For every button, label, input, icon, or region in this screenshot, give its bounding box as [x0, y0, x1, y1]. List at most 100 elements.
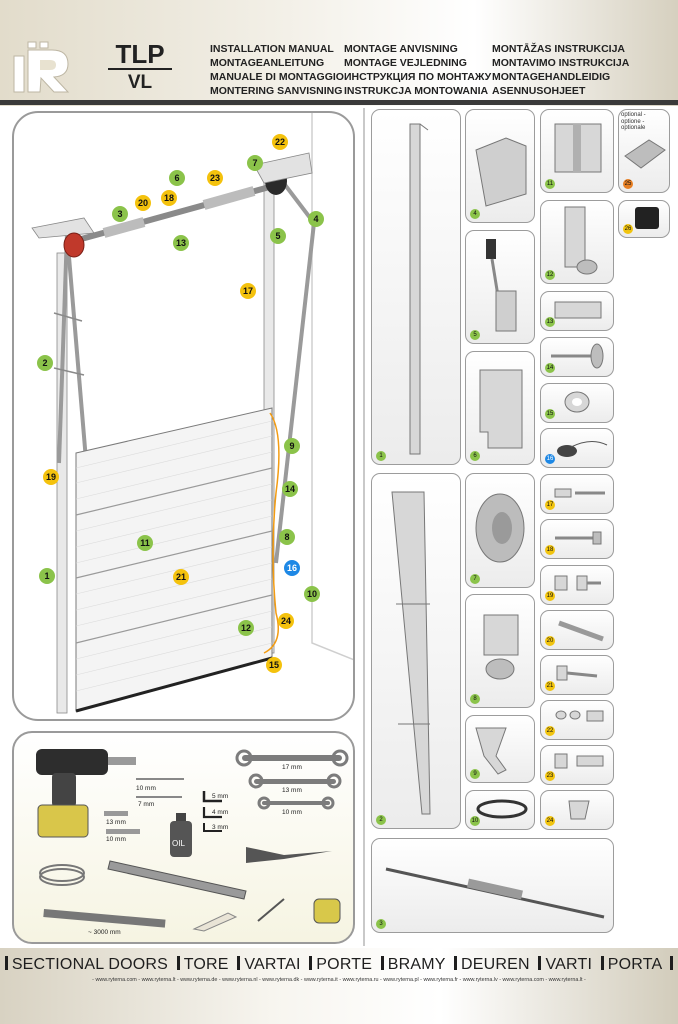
hinge-icon — [554, 123, 602, 173]
part-number: 11 — [545, 179, 555, 189]
hinge-roller-icon — [483, 614, 519, 680]
optional-note: optional - optione - optionale — [621, 112, 646, 132]
part-card-7: 7 — [465, 473, 535, 588]
optional-line: optione - — [621, 118, 645, 125]
callout-19: 19 — [43, 469, 59, 485]
part-card-23: 23 — [540, 745, 614, 785]
part-number: 19 — [545, 591, 555, 601]
part-number: 25 — [623, 179, 633, 189]
nut-bolt-icon — [554, 575, 601, 591]
bottom-bracket-icon — [475, 727, 507, 775]
part-card-8: 8 — [465, 594, 535, 708]
brush-length-label: ~ 3000 mm — [88, 929, 121, 936]
part-number: 10 — [470, 816, 480, 826]
part-number: 23 — [545, 771, 555, 781]
optional-line: optionale — [621, 125, 646, 131]
title-text: MONTAGEANLEITUNG — [210, 57, 325, 69]
manual-titles-col2: MONTAGE ANVISNING MONTAGE VEJLEDNING ИНС… — [344, 42, 491, 98]
roller-icon — [551, 343, 604, 369]
part-card-25-optional: optional - optione - optionale 25 — [618, 109, 670, 193]
hex-bolt-nut-icon — [554, 753, 604, 769]
drill-icon — [36, 749, 136, 838]
part-card-11: 11 — [540, 109, 614, 193]
part-card-20: 20 — [540, 610, 614, 650]
title-text: ИНСТРУКЦИЯ ПО МОНТАЖУ — [344, 71, 492, 83]
part-card-9: 9 — [465, 715, 535, 783]
callout-1: 1 — [39, 568, 55, 584]
part-number: 7 — [470, 574, 480, 584]
part-number: 26 — [623, 224, 633, 234]
key-icon — [558, 620, 604, 642]
callout-4: 4 — [308, 211, 324, 227]
footer-word: PORTE — [316, 956, 373, 973]
callout-9: 9 — [284, 438, 300, 454]
door-assembly-illustration — [31, 113, 353, 714]
coupler-icon — [554, 301, 602, 319]
connector-plate-icon — [479, 369, 523, 449]
part-number: 4 — [470, 209, 480, 219]
part-number: 17 — [545, 500, 555, 510]
part-number: 8 — [470, 694, 480, 704]
part-card-5: 5 — [465, 230, 535, 344]
torsion-shaft-icon — [385, 867, 605, 919]
part-card-13: 13 — [540, 291, 614, 331]
part-number: 6 — [470, 451, 480, 461]
angle-bracket-icon — [391, 491, 431, 815]
optional-line: optional - — [621, 112, 646, 118]
hex-3-label: 3 mm — [212, 824, 229, 831]
model-top: TLP — [108, 40, 172, 70]
callout-22: 22 — [272, 134, 288, 150]
column-divider — [363, 108, 365, 946]
anchor-bolt-icon — [554, 488, 605, 498]
part-number: 22 — [545, 726, 555, 736]
footer-urls: - www.ryterna.com - www.ryterna.lt - www… — [92, 977, 586, 983]
title-text: MANUALE DI MONTAGGIO — [210, 71, 344, 83]
callout-5: 5 — [270, 228, 286, 244]
footer-product-words: SECTIONAL DOORS TORE VARTAI PORTE BRAMY … — [0, 956, 678, 974]
wrench-13-label: 13 mm — [282, 787, 302, 794]
callout-17: 17 — [240, 283, 256, 299]
bit-10-label: 10 mm — [106, 836, 126, 843]
part-number: 3 — [376, 919, 386, 929]
title-text: MONTAGEHANDLEIDIG — [492, 71, 611, 83]
callout-24: 24 — [278, 613, 294, 629]
part-number: 14 — [545, 363, 555, 373]
header — [0, 0, 678, 106]
footer-word: PORTA — [607, 956, 662, 973]
part-number: 2 — [376, 815, 386, 825]
tools-panel: 10 mm 7 mm 13 mm 10 mm 5 mm 4 mm 3 mm 17… — [12, 731, 355, 944]
title-text: MONTAGE VEJLEDNING — [344, 57, 467, 69]
part-number: 20 — [545, 636, 555, 646]
oil-label: OIL — [172, 839, 185, 848]
hex-5-label: 5 mm — [212, 793, 229, 800]
footer-word: TORE — [183, 956, 229, 973]
header-divider — [0, 100, 678, 105]
callout-18: 18 — [161, 190, 177, 206]
callout-10: 10 — [304, 586, 320, 602]
footer-word: BRAMY — [387, 956, 446, 973]
rubber-stopper-icon — [635, 207, 659, 229]
callout-16: 16 — [284, 560, 300, 576]
title-text: MONTAGE ANVISNING — [344, 43, 458, 55]
callout-13: 13 — [173, 235, 189, 251]
manual-titles-col3: MONTĀŽAS INSTRUKCIJA MONTAVIMO INSTRUKCI… — [492, 42, 629, 98]
part-card-3: 3 — [371, 838, 614, 933]
part-number: 15 — [545, 409, 555, 419]
part-card-18: 18 — [540, 519, 614, 559]
wrench-10-label: 10 mm — [282, 809, 302, 816]
part-card-2: 2 — [371, 473, 461, 829]
part-card-4: 4 — [465, 109, 535, 223]
bolt-icon — [555, 531, 602, 545]
washer-set-icon — [555, 710, 604, 722]
footer-word: VARTI — [545, 956, 593, 973]
part-number: 1 — [376, 451, 386, 461]
part-number: 9 — [470, 769, 480, 779]
footer-word: DEUREN — [461, 956, 530, 973]
manual-titles-col1: INSTALLATION MANUAL MONTAGEANLEITUNG MAN… — [210, 42, 344, 98]
callout-15: 15 — [266, 657, 282, 673]
part-card-17: 17 — [540, 474, 614, 514]
footer — [0, 948, 678, 1024]
part-number: 12 — [545, 270, 555, 280]
callout-2: 2 — [37, 355, 53, 371]
footer-word: VARTAI — [244, 956, 301, 973]
